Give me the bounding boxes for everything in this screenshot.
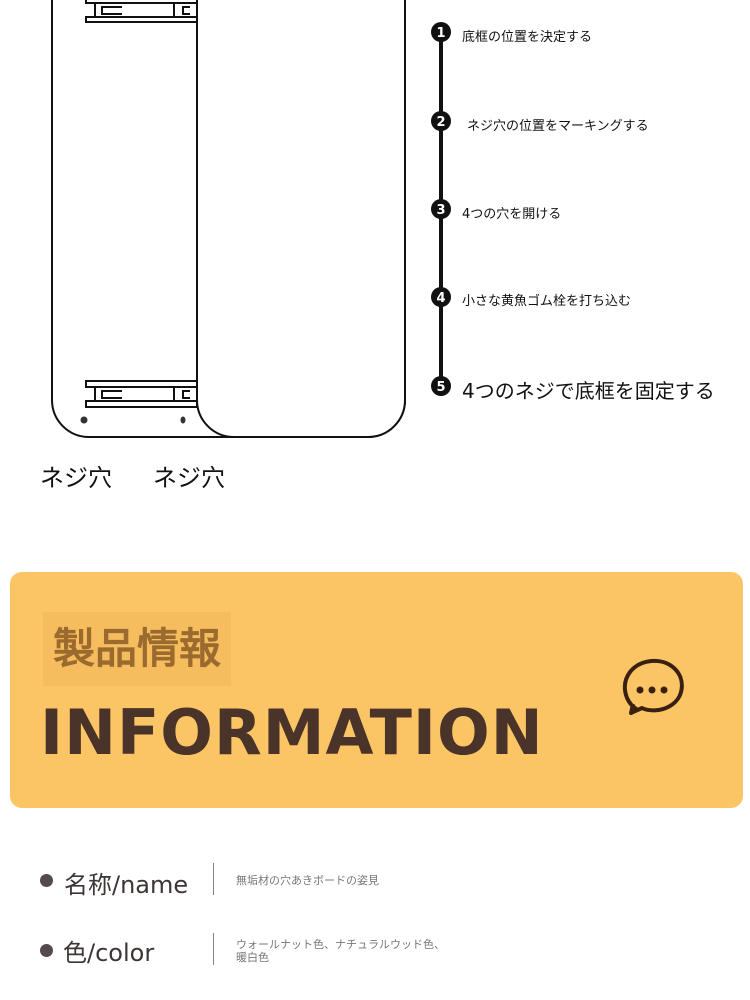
info-label: 名称/name — [64, 871, 189, 899]
info-value: ウォールナット色、ナチュラルウッド色、暖白色 — [236, 938, 445, 964]
svg-text:1: 1 — [436, 26, 445, 41]
step-1-marker — [431, 22, 451, 42]
step-5-marker — [431, 376, 451, 396]
bracket-bottom — [85, 380, 198, 408]
step-2-text: ネジ穴の位置をマーキングする — [467, 119, 649, 134]
step-2-marker — [431, 111, 451, 131]
svg-text:2: 2 — [436, 115, 445, 130]
bullet-icon — [40, 944, 53, 957]
step-4-text: 小さな黄魚ゴム栓を打ち込む — [462, 294, 632, 309]
svg-text:3: 3 — [436, 203, 445, 218]
info-title-en: INFORMATION — [40, 696, 544, 769]
step-4-marker — [431, 287, 451, 307]
step-3-marker — [431, 199, 451, 219]
info-label: 色/color — [63, 939, 155, 967]
info-title-jp: 製品情報 — [43, 612, 232, 686]
info-value: 無垢材の穴あきボードの姿見 — [236, 874, 379, 887]
svg-text:5: 5 — [436, 380, 445, 395]
bullet-icon — [40, 874, 53, 887]
step-3-text: 4つの穴を開ける — [462, 207, 562, 222]
screw-hole-label: ネジ穴 — [153, 464, 225, 492]
steps-timeline: 1 2 3 4 5 — [431, 22, 451, 396]
info-card: 製品情報 INFORMATION — [10, 572, 743, 808]
step-1-text: 底框の位置を決定する — [462, 30, 593, 45]
divider — [213, 863, 214, 895]
assembly-diagram — [51, 0, 406, 438]
screw-hole-label: ネジ穴 — [40, 464, 112, 492]
svg-text:4: 4 — [436, 291, 445, 306]
mirror-panel — [196, 0, 406, 438]
bracket-top — [85, 0, 198, 23]
divider — [213, 933, 214, 965]
step-5-text: 4つのネジで底框を固定する — [462, 379, 715, 403]
screw-hole-right — [180, 416, 186, 424]
screw-hole-left — [80, 416, 88, 424]
chat-bubble-icon — [622, 659, 684, 715]
